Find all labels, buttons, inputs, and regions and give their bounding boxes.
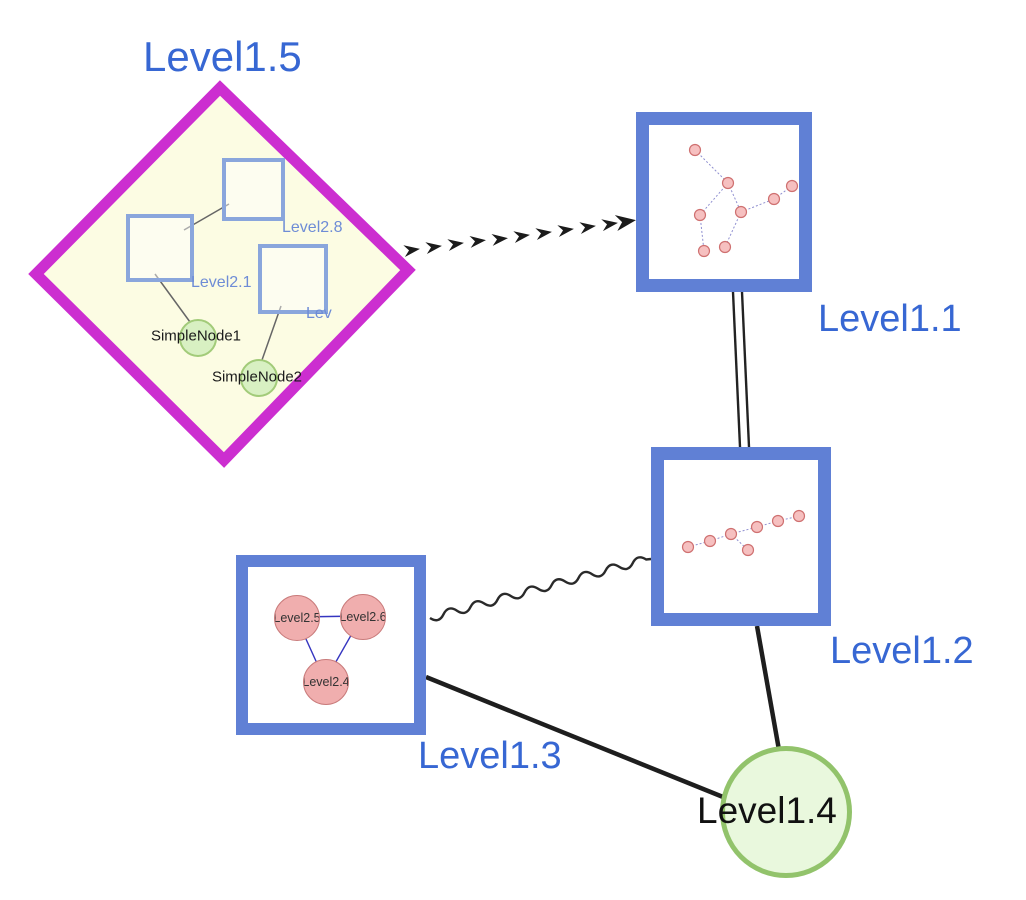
label-level24: Level2.4 bbox=[303, 675, 349, 689]
node-level13-box[interactable]: Level2.5 Level2.6 Level2.4 bbox=[236, 555, 426, 735]
diamond-inner-edge-square-right-simplenode2[interactable] bbox=[261, 305, 282, 361]
edge-level13-level14[interactable] bbox=[425, 674, 729, 802]
mini-node[interactable] bbox=[681, 540, 695, 554]
level11-mini-graph bbox=[688, 143, 799, 258]
edge-level11-level12-line1[interactable] bbox=[731, 291, 742, 448]
label-simplenode2: SimpleNode2 bbox=[211, 368, 303, 386]
level12-mini-graph bbox=[681, 509, 806, 557]
label-level2x-truncated: Lev bbox=[306, 305, 332, 322]
node-simplenode1[interactable] bbox=[179, 319, 217, 357]
mini-node[interactable] bbox=[697, 244, 711, 258]
edge-level11-level12-line2[interactable] bbox=[740, 291, 751, 448]
node-level25[interactable]: Level2.5 bbox=[274, 595, 320, 641]
mini-node[interactable] bbox=[688, 143, 702, 157]
label-simplenode1: SimpleNode1 bbox=[150, 327, 242, 345]
edge-level15-level11[interactable] bbox=[403, 215, 636, 258]
label-level15: Level1.5 bbox=[143, 33, 302, 80]
diamond-inner-edge-square-left-simplenode1[interactable] bbox=[154, 273, 191, 323]
node-level24[interactable]: Level2.4 bbox=[303, 659, 349, 705]
label-level13: Level1.3 bbox=[418, 735, 562, 777]
label-level26: Level2.6 bbox=[340, 610, 386, 624]
mini-nodes bbox=[688, 143, 799, 258]
mini-node[interactable] bbox=[741, 543, 755, 557]
mini-node[interactable] bbox=[785, 179, 799, 193]
node-level28-square[interactable] bbox=[222, 158, 285, 221]
node-level14[interactable] bbox=[720, 746, 852, 878]
node-simplenode2[interactable] bbox=[240, 359, 278, 397]
node-level11-box[interactable] bbox=[636, 112, 812, 292]
mini-node[interactable] bbox=[750, 520, 764, 534]
mini-node[interactable] bbox=[693, 208, 707, 222]
mini-node[interactable] bbox=[767, 192, 781, 206]
label-level14: Level1.4 bbox=[697, 790, 837, 831]
mini-edge[interactable] bbox=[699, 182, 729, 216]
mini-node[interactable] bbox=[771, 514, 785, 528]
mini-edge[interactable] bbox=[724, 211, 742, 248]
label-level21: Level2.1 bbox=[191, 274, 252, 291]
mini-node[interactable] bbox=[792, 509, 806, 523]
node-level26[interactable]: Level2.6 bbox=[340, 594, 386, 640]
node-level15-diamond[interactable] bbox=[28, 80, 416, 468]
label-level25: Level2.5 bbox=[274, 611, 320, 625]
mini-edge[interactable] bbox=[694, 149, 729, 184]
edge-level13-level12-wavy[interactable] bbox=[429, 556, 652, 622]
mini-nodes bbox=[681, 509, 806, 557]
node-level21-square[interactable] bbox=[126, 214, 194, 282]
edge-level12-level14[interactable] bbox=[754, 625, 782, 751]
mini-node[interactable] bbox=[718, 240, 732, 254]
mini-node[interactable] bbox=[703, 534, 717, 548]
mini-node[interactable] bbox=[724, 527, 738, 541]
label-level12: Level1.2 bbox=[830, 630, 974, 672]
node-level2x-square[interactable] bbox=[258, 244, 328, 314]
node-level12-box[interactable] bbox=[651, 447, 831, 626]
label-level11: Level1.1 bbox=[818, 298, 962, 340]
mini-node[interactable] bbox=[721, 176, 735, 190]
label-level28: Level2.8 bbox=[282, 219, 343, 236]
mini-node[interactable] bbox=[734, 205, 748, 219]
